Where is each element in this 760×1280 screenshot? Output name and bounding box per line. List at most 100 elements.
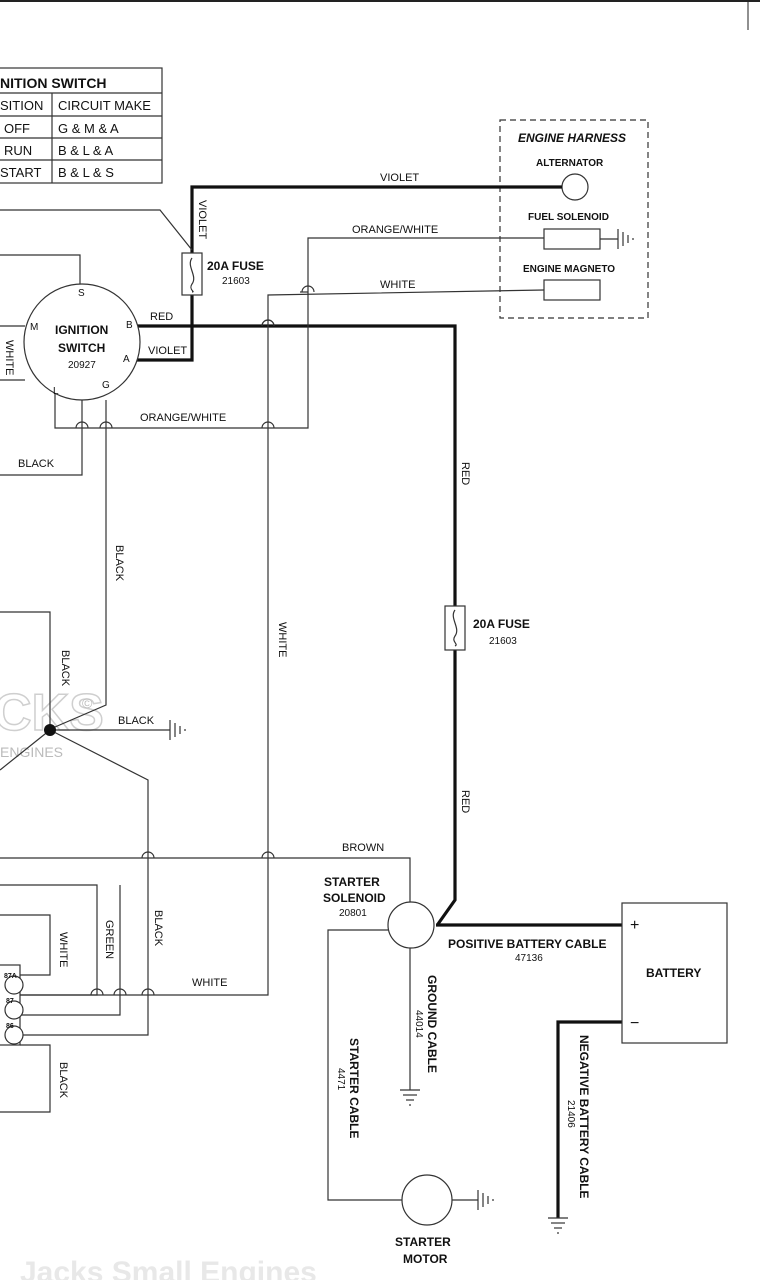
starter-solenoid-part: 20801 [339,908,367,919]
table-cell: START [0,165,41,180]
engine-magneto-label: ENGINE MAGNETO [523,264,615,275]
white-lower-left-wire-2 [0,914,51,976]
wire-label-red-upper: RED [459,462,471,485]
fuse-link [189,257,195,293]
ignition-switch-part: 20927 [68,360,96,371]
ignition-switch-circle [23,283,141,401]
violet-switch-wire [137,293,194,362]
starter-solenoid-symbol [387,901,435,949]
wire-label-black-vertical: BLACK [113,545,125,582]
battery-minus: − [630,1015,639,1032]
engine-magneto-symbol [543,279,601,301]
starter-solenoid-label: STARTER [324,875,380,889]
wire-label-violet-switch: VIOLET [148,345,187,357]
wire-label-black-lower: BLACK [59,650,71,687]
table-cell: RUN [4,143,32,158]
orange-white-wire [307,237,544,326]
watermark-copyright: © [82,695,93,711]
table-cell: B & L & A [58,143,113,158]
green-wire [20,885,121,1016]
ground-cable-label: GROUND CABLE [425,975,439,1073]
wire-label-violet: VIOLET [380,172,419,184]
ground-icon [477,1190,494,1210]
wire-labels: VIOLET VIOLET ORANGE/WHITE WHITE RED VIO… [3,172,471,1099]
positive-cable-part: 47136 [515,953,543,964]
wire-label-violet-vertical: VIOLET [196,200,208,239]
starter-motor-label: MOTOR [403,1252,448,1266]
table-cell: B & L & S [58,165,114,180]
ground-icon [400,1089,420,1106]
thick-wires [137,185,622,1218]
table-cell: G & M & A [58,121,119,136]
battery-plus: + [630,917,639,934]
orange-white-mid-wire [54,326,309,429]
table-header: SITION [0,98,43,113]
terminal-b: B [126,320,133,331]
alternator-symbol [561,173,589,201]
wire-label-orange-white: ORANGE/WHITE [352,224,438,236]
connector-pin-label: 87A [4,973,17,980]
battery-label: BATTERY [646,966,701,980]
watermark-sub: ENGINES [0,744,63,760]
terminal-s: S [78,288,85,299]
wire-label-red: RED [150,311,173,323]
connector-pin-label: 86 [6,1023,14,1030]
ignition-switch-label: SWITCH [58,341,105,355]
wire-label-black-ground: BLACK [118,715,155,727]
ignition-switch-table: NITION SWITCH SITION CIRCUIT MAKE OFF G … [0,67,163,184]
starter-motor: STARTER MOTOR [395,1174,453,1266]
starter-solenoid-label: SOLENOID [323,891,386,905]
starter-cable-label: STARTER CABLE [347,1038,361,1138]
table-frame [0,67,163,184]
negative-cable-wire [556,1020,622,1218]
ignition-switch: IGNITION SWITCH 20927 S M B A L G [23,283,141,401]
wire-label-black-left: BLACK [18,458,55,470]
starter-cable-wire [327,929,402,1201]
connector-pin [4,1025,24,1045]
terminal-a: A [123,354,130,365]
fuse-label: 20A FUSE [473,617,530,631]
ground-icon [169,720,186,740]
wire-label-brown: BROWN [342,842,384,854]
wire-label-red-lower: RED [459,790,471,813]
ground-icon [548,1217,568,1234]
violet-vertical-wire [0,209,193,251]
wire-label-white: WHITE [380,279,415,291]
negative-cable-label: NEGATIVE BATTERY CABLE [577,1035,591,1199]
fuse-body [444,605,466,651]
positive-cable-label: POSITIVE BATTERY CABLE [448,937,606,951]
terminal-l: L [53,386,59,397]
fuel-solenoid-symbol [543,228,601,250]
wire-label-orange-white-mid: ORANGE/WHITE [140,412,226,424]
engine-harness: ENGINE HARNESS ALTERNATOR FUEL SOLENOID … [499,119,649,319]
starter-cable-part: 4471 [335,1068,346,1091]
negative-cable-part: 21406 [565,1100,576,1128]
thin-wires [0,209,545,1201]
junction-dot [44,724,56,736]
red-wire [137,324,457,606]
fuel-solenoid-label: FUEL SOLENOID [528,212,609,223]
battery: + BATTERY − [621,902,728,1044]
red-wire-lower [436,650,457,925]
s-terminal-wire [0,254,81,285]
harness-title: ENGINE HARNESS [518,131,626,145]
fuse-body [181,252,203,296]
wire-label-white-vertical: WHITE [276,622,288,657]
fuse-part: 21603 [489,636,517,647]
watermark-bottom: Jacks Small Engines [20,1256,317,1280]
fuse-mid: 20A FUSE 21603 [444,605,530,651]
connector-pin-label: 87 [6,998,14,1005]
ground-cable-part: 44014 [413,1010,424,1038]
black-junction-left [0,729,51,771]
white-wire [267,289,545,870]
wire-label-black-bottom: BLACK [57,1062,69,1099]
violet-wire [190,185,562,262]
fuse-part: 21603 [222,276,250,287]
brown-wire [0,857,411,905]
wire-label-white-switch: WHITE [3,340,15,375]
black-bottom-wire [0,1044,51,1113]
terminal-m: M [30,322,38,333]
black-left-wire [0,400,83,476]
wire-label-white-lower-left: WHITE [57,932,69,967]
